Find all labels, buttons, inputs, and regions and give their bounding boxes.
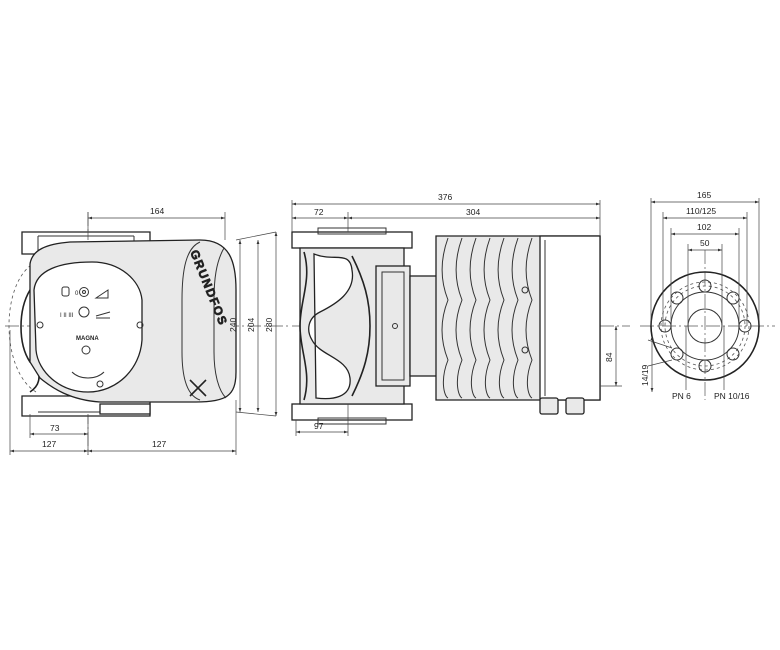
dim-height-inner: 240 xyxy=(228,318,238,332)
panel-label-mode: MAGNA xyxy=(76,336,99,342)
cable-gland-left xyxy=(539,397,559,415)
dim-shaft-to-base: 84 xyxy=(604,352,614,362)
mode-button-icon xyxy=(79,287,89,297)
dim-raised-face: 102 xyxy=(697,222,711,232)
dim-bolt-circle: 110/125 xyxy=(686,206,716,216)
bottom-foot xyxy=(99,403,151,415)
control-panel-face xyxy=(33,261,143,393)
dim-left-offset: 73 xyxy=(50,423,60,433)
dim-bottom-left: 127 xyxy=(42,439,56,449)
dim-bolt-hole: 14/19 xyxy=(640,364,650,386)
side-view: 376 72 304 97 84 xyxy=(291,192,630,436)
pump-body-outline xyxy=(8,261,37,393)
front-view: GRUNDFOS 0 I II III MAGNA 164 240 204 28… xyxy=(5,206,290,455)
cable-gland-right xyxy=(565,397,585,415)
panel-label-scale: I II III xyxy=(60,313,74,319)
dim-length-total: 376 xyxy=(438,192,452,202)
dim-height-total: 280 xyxy=(264,318,274,332)
panel-label-small: 0 xyxy=(75,291,79,297)
power-indicator-icon xyxy=(61,286,70,297)
dim-motor-part: 304 xyxy=(466,207,480,217)
pn-high-label: PN 10/16 xyxy=(714,391,750,401)
flange-view: 165 110/125 102 50 14/19 PN 6 PN 10/16 xyxy=(640,190,775,401)
dim-flange-outer: 165 xyxy=(697,190,711,200)
dim-flange-part: 72 xyxy=(314,207,324,217)
knob-icon xyxy=(81,345,91,355)
dim-bottom-right: 127 xyxy=(152,439,166,449)
dim-height-mid: 204 xyxy=(246,318,256,332)
curve-indicator-icon xyxy=(94,289,109,299)
brand-logo-icon xyxy=(189,379,207,397)
dim-bore: 50 xyxy=(700,238,710,248)
screw-left-icon xyxy=(36,321,44,329)
dim-bottom-flange: 97 xyxy=(314,421,324,431)
cooling-fins xyxy=(441,237,533,399)
screw-right-icon xyxy=(136,321,144,329)
terminal-box xyxy=(539,235,601,401)
dim-width-top: 164 xyxy=(150,206,164,216)
pn-low-label: PN 6 xyxy=(672,391,691,401)
